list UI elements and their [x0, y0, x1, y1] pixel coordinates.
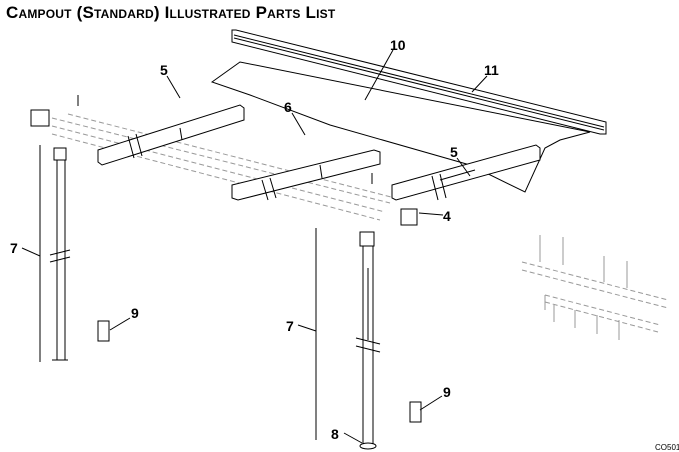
callout-11: 11: [484, 62, 499, 78]
callout-9-right: 9: [443, 384, 451, 400]
callout-5-left: 5: [160, 62, 168, 78]
callout-10: 10: [390, 37, 406, 53]
callout-4: 4: [443, 208, 451, 224]
callout-8: 8: [331, 426, 339, 442]
page-title: Campout (Standard) Illustrated Parts Lis…: [6, 3, 336, 22]
figure-code: CO501: [655, 443, 679, 452]
awning-rail: [231, 29, 607, 135]
leg-left: [49, 147, 71, 361]
leg-right: [355, 231, 381, 450]
arm-right: [391, 144, 541, 201]
bracket-right: [400, 208, 418, 226]
clip-right: [409, 401, 422, 423]
clip-left: [97, 320, 110, 342]
callout-7-left: 7: [10, 240, 18, 256]
mounting-detail-inset: [521, 235, 669, 340]
callout-9-left: 9: [131, 305, 139, 321]
callout-7-right: 7: [286, 318, 294, 334]
bracket-left: [30, 109, 50, 127]
callout-6: 6: [284, 99, 292, 115]
callout-5-right: 5: [450, 144, 458, 160]
arm-left: [97, 104, 245, 166]
center-rafter: [231, 149, 381, 201]
